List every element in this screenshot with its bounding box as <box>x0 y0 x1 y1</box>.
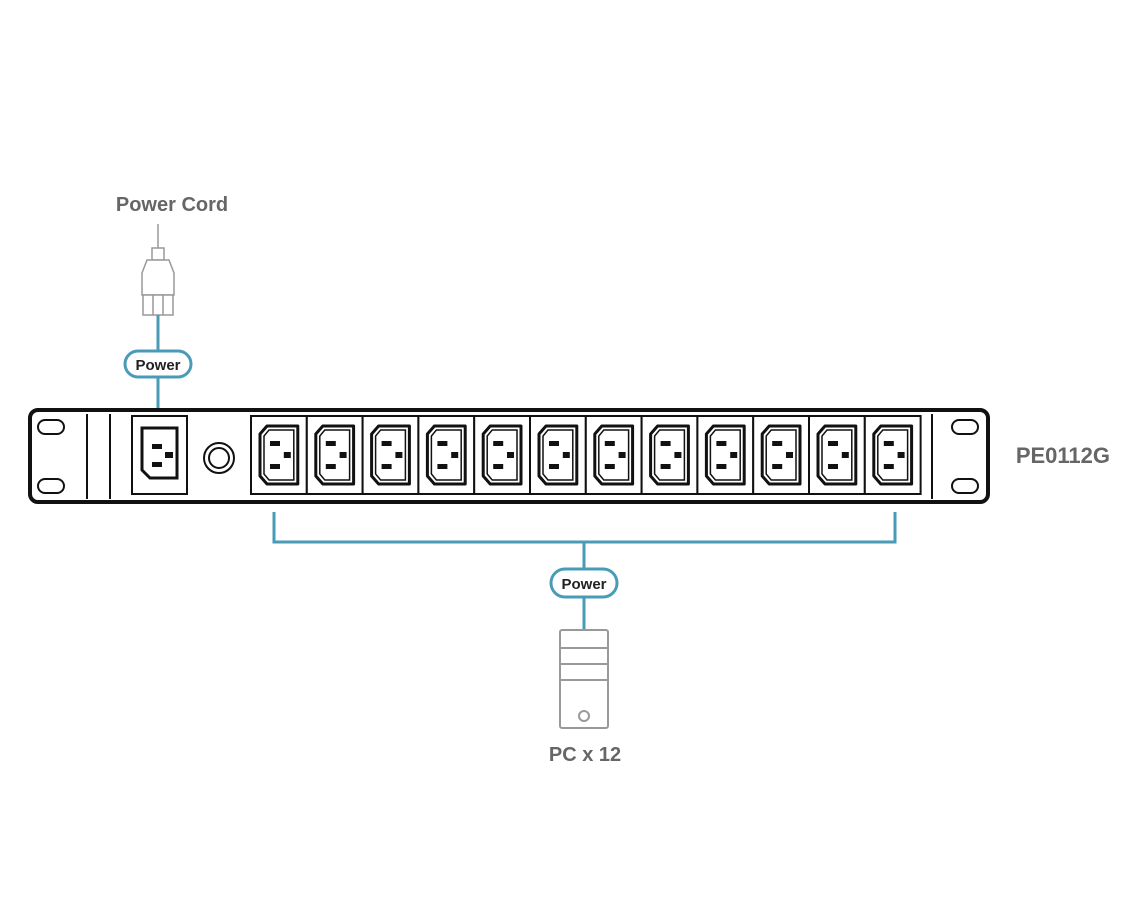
circuit-breaker-icon <box>203 442 235 474</box>
iec-c13-outlet-icon <box>760 424 802 486</box>
iec-c13-outlet-icon <box>258 424 300 486</box>
iec-c13-outlet-icon <box>816 424 858 486</box>
outlet-4 <box>417 415 476 495</box>
mount-hole-left-top <box>37 419 65 435</box>
outlet-bank <box>250 415 922 495</box>
mount-hole-left-bottom <box>37 478 65 494</box>
iec-c13-outlet-icon <box>314 424 356 486</box>
mount-hole-right-top <box>951 419 979 435</box>
iec-c13-outlet-icon <box>593 424 635 486</box>
device-model-label: PE0112G <box>1016 443 1110 468</box>
outlet-12 <box>863 415 922 495</box>
iec-c13-outlet-icon <box>649 424 690 486</box>
iec-c14-inlet-icon <box>131 415 188 495</box>
power-badge-bottom: Power <box>549 567 619 599</box>
outlet-9 <box>696 415 755 495</box>
outlet-2 <box>305 415 364 495</box>
outlet-10 <box>752 415 811 495</box>
power-badge-bottom-label: Power <box>561 576 606 593</box>
outlet-3 <box>361 415 420 495</box>
rack-ear-right <box>931 414 979 499</box>
outlet-6 <box>529 415 587 495</box>
outlet-8 <box>640 415 699 495</box>
iec-c13-outlet-icon <box>481 424 523 486</box>
pc-label: PC x 12 <box>549 744 621 766</box>
power-cord-label: Power Cord <box>116 194 228 216</box>
power-plug-icon <box>141 224 175 316</box>
iec-c13-outlet-icon <box>872 424 914 486</box>
outlet-1 <box>250 415 308 495</box>
power-badge-top-label: Power <box>135 357 180 374</box>
power-badge-top: Power <box>123 349 193 379</box>
iec-c13-outlet-icon <box>537 424 579 486</box>
outlet-7 <box>584 415 643 495</box>
outlet-11 <box>808 415 866 495</box>
pc-tower-icon <box>559 629 609 729</box>
outlet-5 <box>473 415 532 495</box>
iec-c13-outlet-icon <box>425 424 467 486</box>
mount-hole-right-bottom <box>951 478 979 494</box>
pdu-device <box>28 408 990 504</box>
iec-c13-outlet-icon <box>370 424 411 486</box>
outlet-bus-connector <box>272 512 897 630</box>
rack-ear-left <box>37 414 111 499</box>
iec-c13-outlet-icon <box>704 424 746 486</box>
